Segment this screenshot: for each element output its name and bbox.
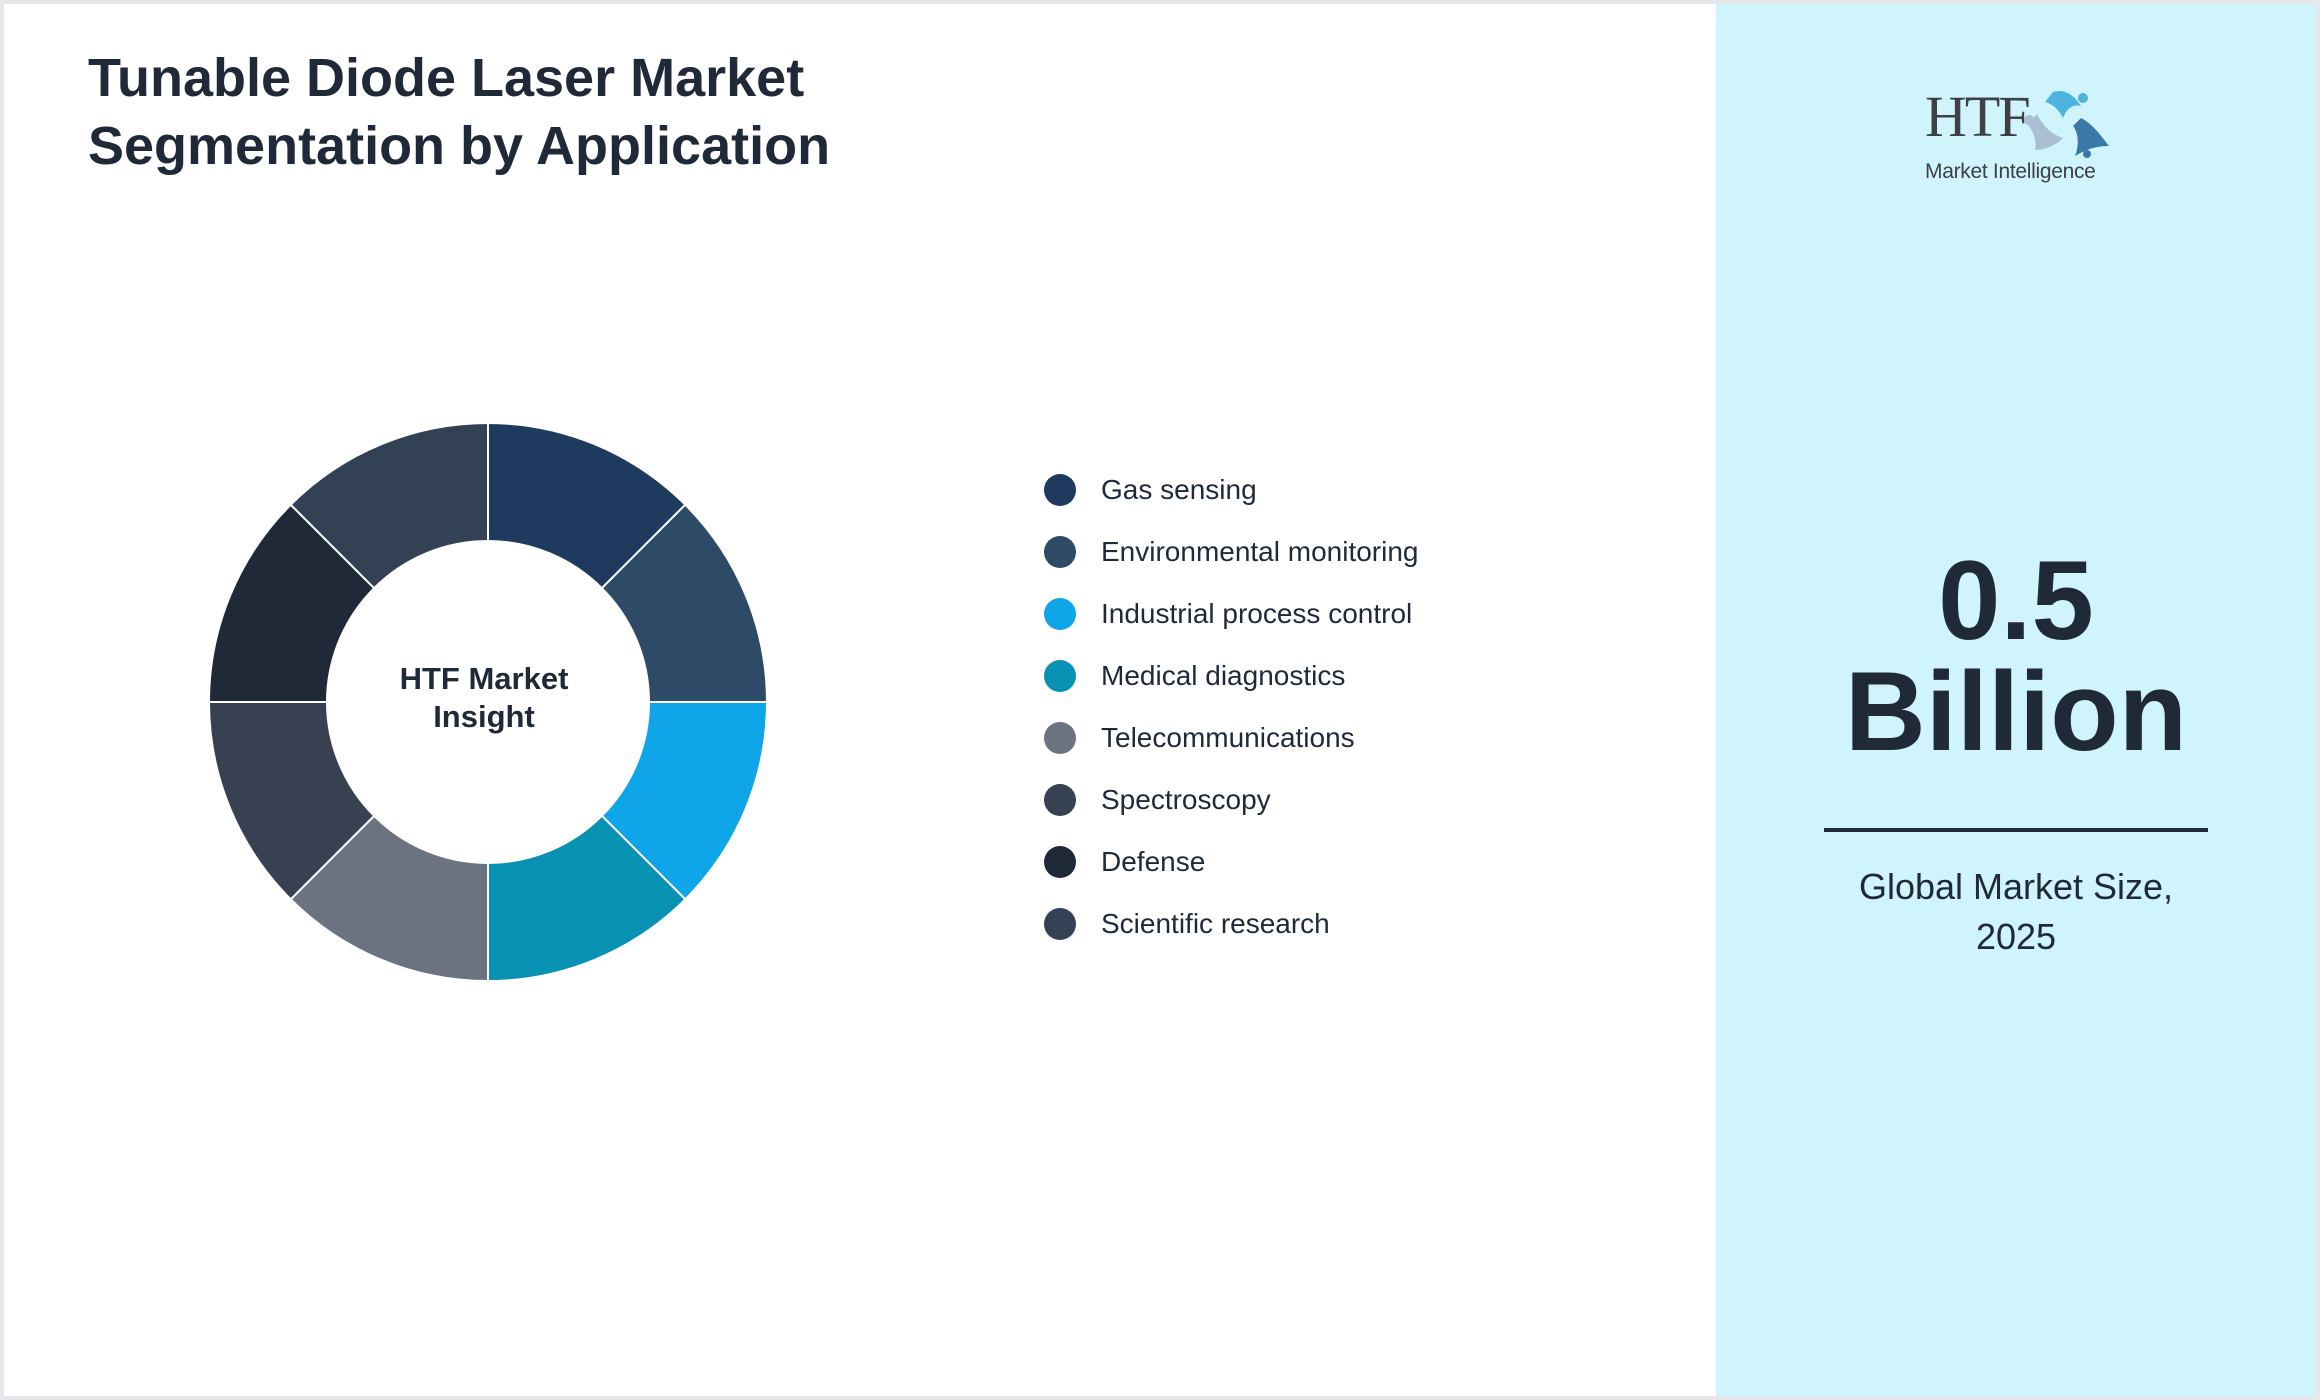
legend-label: Environmental monitoring xyxy=(1101,536,1419,567)
legend-item: Gas sensing xyxy=(1044,459,1419,521)
chart-legend: Gas sensing Environmental monitoring Ind… xyxy=(1044,470,1419,966)
legend-dot-icon xyxy=(1044,660,1076,692)
legend-item: Scientific research xyxy=(1044,893,1419,955)
logo-tagline: Market Intelligence xyxy=(1925,160,2096,183)
market-size-number: 0.5 xyxy=(1938,538,2094,663)
legend-label: Spectroscopy xyxy=(1101,784,1271,815)
legend-item: Medical diagnostics xyxy=(1044,645,1419,707)
donut-segment xyxy=(289,421,489,590)
donut-chart xyxy=(205,419,771,985)
donut-chart-svg xyxy=(207,421,769,983)
legend-dot-icon xyxy=(1044,722,1076,754)
donut-center-line2: Insight xyxy=(433,699,535,734)
legend-item: Spectroscopy xyxy=(1044,769,1419,831)
donut-center-line1: HTF Market xyxy=(399,661,569,696)
legend-label: Industrial process control xyxy=(1101,598,1413,629)
market-size-value: 0.5 Billion xyxy=(1716,538,2316,774)
htf-logo: HTF Market Intelligence xyxy=(1925,82,2115,192)
infographic-card: Tunable Diode Laser Market Segmentation … xyxy=(4,4,2316,1396)
legend-item: Environmental monitoring xyxy=(1044,521,1419,583)
legend-dot-icon xyxy=(1044,536,1076,568)
divider xyxy=(1824,828,2208,832)
chart-title-line2: Segmentation by Application xyxy=(88,116,831,176)
caption-line2: 2025 xyxy=(1975,916,2057,957)
legend-dot-icon xyxy=(1044,474,1076,506)
chart-title-line1: Tunable Diode Laser Market xyxy=(88,48,805,108)
market-size-panel: HTF Market Intelligence 0.5 Billion Glob… xyxy=(1716,4,2316,1396)
legend-dot-icon xyxy=(1044,908,1076,940)
legend-item: Telecommunications xyxy=(1044,707,1419,769)
legend-dot-icon xyxy=(1044,846,1076,878)
legend-item: Defense xyxy=(1044,831,1419,893)
legend-label: Scientific research xyxy=(1101,908,1330,939)
legend-label: Defense xyxy=(1101,846,1206,877)
legend-item: Industrial process control xyxy=(1044,583,1419,645)
legend-dot-icon xyxy=(1044,784,1076,816)
legend-label: Gas sensing xyxy=(1101,474,1257,505)
legend-dot-icon xyxy=(1044,598,1076,630)
legend-label: Telecommunications xyxy=(1101,722,1355,753)
chart-title: Tunable Diode Laser Market Segmentation … xyxy=(88,44,988,180)
market-size-unit: Billion xyxy=(1844,649,2188,774)
market-size-caption: Global Market Size, 2025 xyxy=(1716,862,2316,962)
legend-label: Medical diagnostics xyxy=(1101,660,1346,691)
logo-people-icon xyxy=(2024,90,2109,158)
logo-wordmark: HTF xyxy=(1925,84,2031,149)
donut-center-label: HTF Market Insight xyxy=(384,660,584,736)
caption-line1: Global Market Size, xyxy=(1858,866,2174,907)
